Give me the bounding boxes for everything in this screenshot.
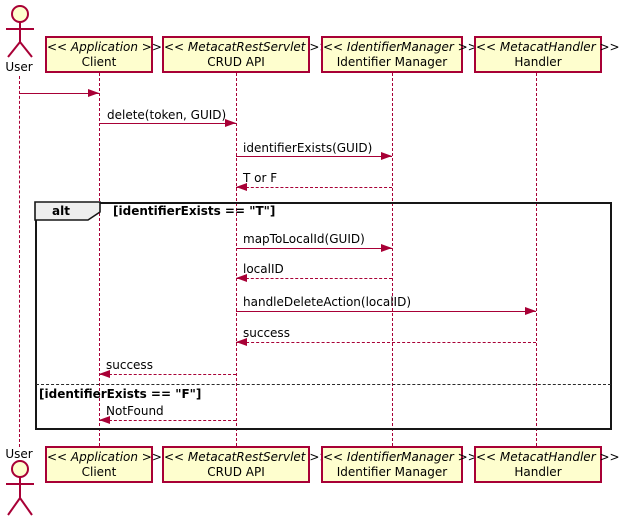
participant-stereotype: << MetacatHandler >> — [476, 39, 620, 54]
lifeline-handler — [536, 73, 537, 446]
participant-stereotype: << Application >> — [47, 449, 162, 464]
message-arrowhead — [225, 119, 236, 127]
participant-stereotype: << MetacatRestServlet >> — [164, 39, 330, 54]
participant-name: Handler — [514, 54, 562, 69]
participant-crud-api-bottom: << MetacatRestServlet >> CRUD API — [162, 446, 330, 483]
message-arrowhead — [99, 370, 110, 378]
message-label: success — [243, 326, 290, 340]
message-label: mapToLocalId(GUID) — [243, 232, 365, 246]
message-label: identifierExists(GUID) — [243, 141, 373, 155]
message-line — [236, 248, 392, 249]
message-label: delete(token, GUID) — [107, 108, 227, 122]
message-arrowhead — [236, 183, 247, 191]
message-line — [236, 187, 392, 188]
message-line — [99, 420, 236, 421]
actor-icon — [6, 460, 34, 516]
actor-label-top: User — [5, 60, 33, 74]
participant-stereotype: << MetacatHandler >> — [476, 449, 620, 464]
participant-name: Identifier Manager — [336, 464, 448, 479]
message-line — [236, 156, 392, 157]
message-line — [99, 123, 236, 124]
message-label: NotFound — [106, 404, 164, 418]
participant-name: CRUD API — [207, 54, 265, 69]
message-label: success — [106, 358, 153, 372]
participant-stereotype: << MetacatRestServlet >> — [164, 449, 330, 464]
participant-stereotype: << IdentifierManager >> — [323, 39, 478, 54]
actor-label-bottom: User — [5, 447, 33, 461]
message-label: localID — [243, 262, 284, 276]
participant-stereotype: << Application >> — [47, 39, 162, 54]
message-arrowhead — [381, 244, 392, 252]
message-line — [236, 311, 536, 312]
participant-identifier-manager-bottom: << IdentifierManager >> Identifier Manag… — [321, 446, 478, 483]
message-line — [236, 342, 536, 343]
alt-frame — [35, 202, 612, 430]
participant-identifier-manager-top: << IdentifierManager >> Identifier Manag… — [321, 36, 478, 73]
message-arrowhead — [88, 89, 99, 97]
message-line — [236, 278, 392, 279]
participant-client-top: << Application >> Client — [45, 36, 162, 73]
message-line — [99, 374, 236, 375]
participant-stereotype: << IdentifierManager >> — [323, 449, 478, 464]
participant-name: Client — [81, 464, 117, 479]
message-arrowhead — [99, 416, 110, 424]
participant-name: Handler — [514, 464, 562, 479]
alt-operator-label: alt — [52, 204, 70, 218]
message-label: handleDeleteAction(localID) — [243, 295, 412, 309]
message-arrowhead — [381, 152, 392, 160]
message-label: T or F — [243, 171, 278, 185]
participant-crud-api-top: << MetacatRestServlet >> CRUD API — [162, 36, 330, 73]
participant-name: Identifier Manager — [336, 54, 448, 69]
participant-name: Client — [81, 54, 117, 69]
lifeline-identifier-manager — [392, 73, 393, 446]
lifeline-user — [19, 76, 20, 447]
participant-handler-top: << MetacatHandler >> Handler — [474, 36, 620, 73]
message-arrowhead — [525, 307, 536, 315]
participant-handler-bottom: << MetacatHandler >> Handler — [474, 446, 620, 483]
lifeline-client — [99, 73, 100, 446]
alt-guard-true: [identifierExists == "T"] — [113, 204, 276, 218]
participant-name: CRUD API — [207, 464, 265, 479]
alt-else-divider — [36, 384, 611, 385]
alt-guard-false: [identifierExists == "F"] — [39, 387, 202, 401]
lifeline-crud-api — [236, 73, 237, 446]
message-arrowhead — [236, 274, 247, 282]
alt-operator-pentagon — [34, 201, 101, 221]
message-arrowhead — [236, 338, 247, 346]
actor-icon — [6, 5, 34, 58]
message-line — [19, 93, 99, 94]
participant-client-bottom: << Application >> Client — [45, 446, 162, 483]
